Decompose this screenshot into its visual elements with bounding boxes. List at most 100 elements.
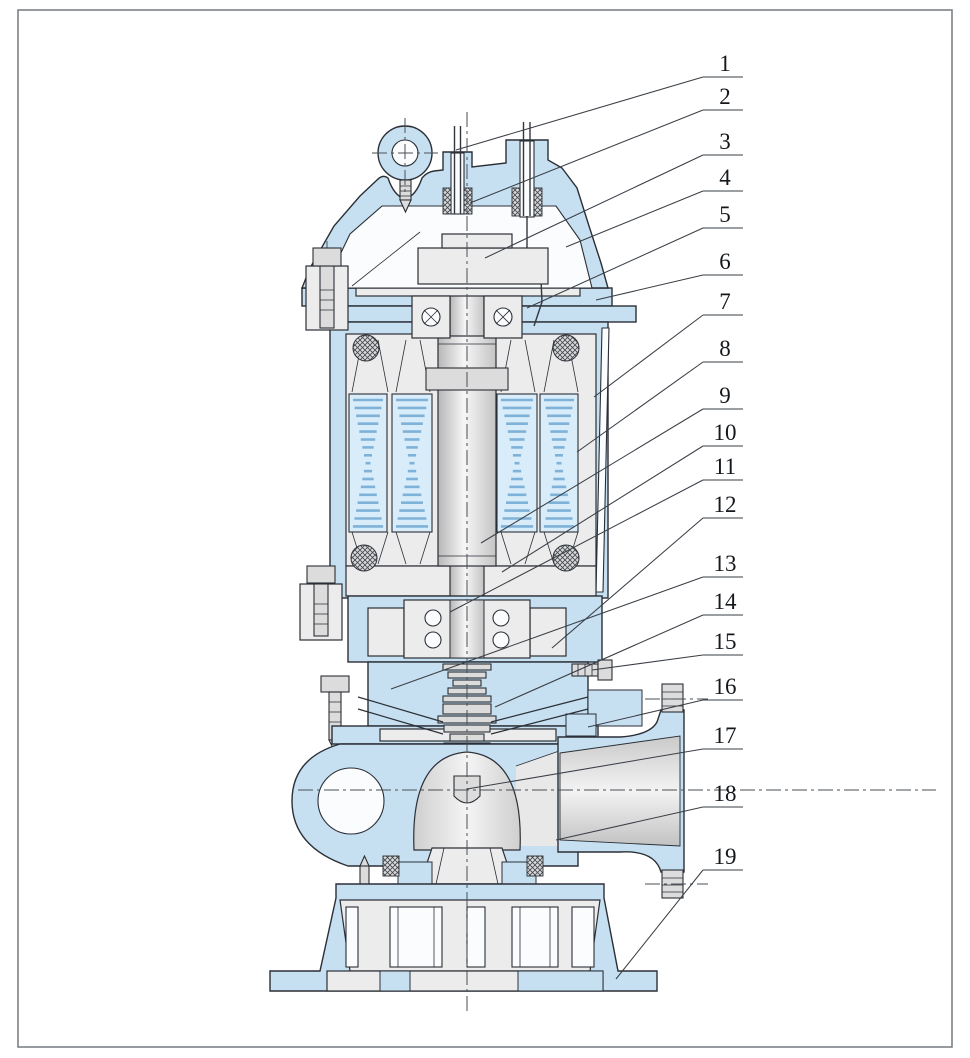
callout-7: 7 [593, 289, 743, 398]
leader-line [494, 614, 704, 708]
cover-rib [351, 231, 421, 287]
bearing-ball [424, 609, 442, 627]
cover-step [565, 713, 597, 737]
cable-gland-left [442, 126, 473, 215]
leader-line [455, 76, 704, 151]
callout-number: 1 [719, 51, 731, 76]
end-turn-winding [552, 334, 580, 362]
base-window [511, 906, 559, 968]
callout-6: 6 [595, 249, 743, 301]
callout-number: 15 [714, 629, 737, 654]
gasket-seal [382, 855, 400, 877]
callout-number: 6 [719, 249, 731, 274]
leader-line [480, 408, 704, 544]
winding-stripes [352, 398, 575, 528]
bolt-shank [319, 265, 335, 329]
top-cover [300, 122, 609, 327]
seal-cover-plates [357, 696, 589, 735]
callout-19: 19 [615, 844, 743, 980]
end-turn-winding [352, 334, 380, 362]
cooling-jacket-gap [595, 327, 610, 593]
callout-number: 5 [719, 202, 731, 227]
bearing-housing-right [483, 295, 523, 339]
leader-line [551, 517, 704, 649]
leader-line [390, 576, 704, 690]
end-turn-winding [552, 544, 580, 572]
callout-number: 17 [714, 723, 737, 748]
discharge-bore [559, 735, 681, 847]
bearing-ball [492, 631, 510, 649]
callout-10: 10 [501, 420, 743, 573]
callout-number: 11 [714, 454, 736, 479]
casing-ear [587, 689, 643, 727]
terminal-block-step [441, 233, 513, 249]
leader-line [595, 274, 704, 301]
leader-line [555, 806, 704, 841]
callout-number: 8 [719, 336, 731, 361]
callout-17: 17 [466, 723, 743, 790]
base-window [345, 906, 359, 968]
callout-8: 8 [576, 336, 743, 453]
housing-step-right [529, 607, 567, 657]
callout-number: 4 [719, 165, 731, 190]
base-ring-blue [379, 970, 411, 992]
base-window [466, 906, 486, 968]
callout-18: 18 [555, 781, 743, 841]
leader-line [469, 109, 704, 204]
centerlines [298, 112, 936, 1012]
volute-channel [317, 767, 385, 835]
bolt-head [312, 247, 342, 267]
leader-line [449, 479, 704, 613]
pump-base [269, 883, 658, 992]
callout-2: 2 [469, 84, 743, 204]
leader-line [565, 190, 704, 248]
gland-packing [511, 187, 521, 217]
callout-number: 16 [714, 674, 737, 699]
callout-13: 13 [390, 551, 743, 690]
volute-casing [291, 743, 579, 925]
callout-number: 10 [714, 420, 737, 445]
housing-step-left [367, 607, 405, 657]
leader-line [615, 869, 704, 980]
bolt-head [320, 675, 350, 693]
callout-number: 7 [719, 289, 731, 314]
leader-line [526, 227, 704, 309]
bearing-ball [424, 631, 442, 649]
bearing-ball [492, 609, 510, 627]
callout-16: 16 [587, 674, 743, 728]
flange-bolt-upper-left [305, 241, 349, 331]
flange-bolt-mid-left [299, 565, 343, 641]
end-turn-winding [350, 544, 378, 572]
flange-bolt-top [661, 683, 684, 713]
leader-line [484, 154, 704, 259]
callout-9: 9 [480, 383, 743, 544]
callout-number: 18 [714, 781, 737, 806]
leader-line [576, 361, 704, 453]
gland-packing [463, 187, 473, 215]
callout-3: 3 [484, 129, 743, 259]
callout-number: 9 [719, 383, 731, 408]
coil-end-lines [351, 339, 579, 565]
leader-line [501, 445, 704, 573]
cable-gland-right [511, 122, 543, 327]
terminal-block [417, 247, 549, 285]
discharge-passage [516, 750, 562, 846]
leader-line [593, 314, 704, 398]
gland-packing [533, 187, 543, 217]
callout-12: 12 [551, 492, 743, 649]
sheet-border [17, 9, 953, 1048]
side-stud [571, 659, 613, 681]
gasket-seal [526, 855, 544, 877]
callout-14: 14 [494, 589, 743, 708]
lower-bearing-assembly [347, 595, 603, 663]
leader-line [591, 654, 704, 671]
callout-4: 4 [565, 165, 743, 248]
suction-flange-left [397, 861, 433, 885]
leader-line [587, 699, 704, 728]
bolt-shank [313, 583, 329, 637]
callout-15: 15 [591, 629, 743, 671]
base-window [571, 906, 595, 968]
bolt-head [306, 565, 336, 584]
